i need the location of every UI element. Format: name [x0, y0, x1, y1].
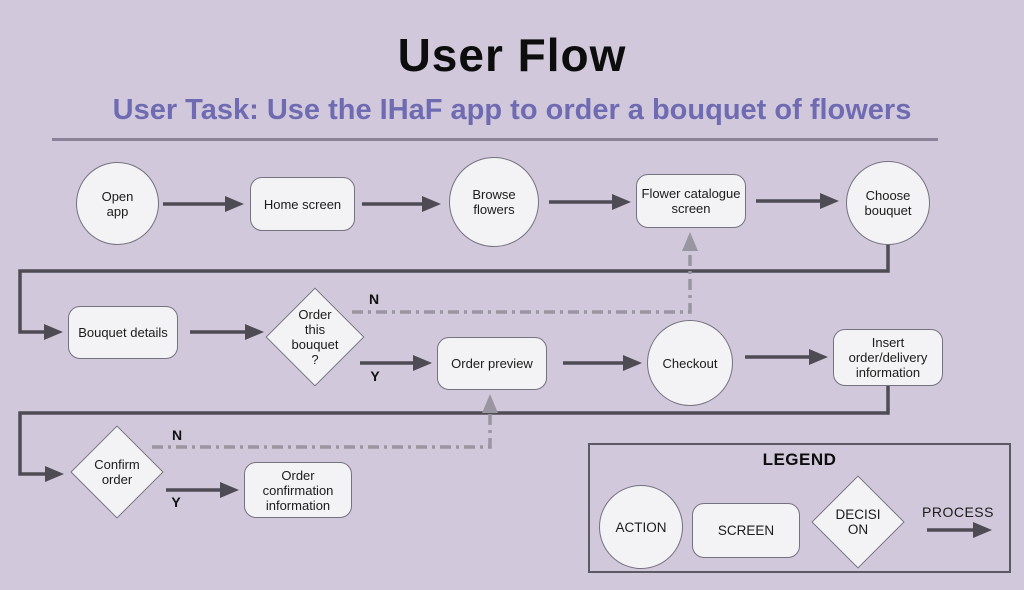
node-label: Bouquet details — [78, 325, 168, 340]
elbow-choose-bouquet-to-bouquet-details — [18, 245, 890, 340]
user-task-subtitle: User Task: Use the IHaF app to order a b… — [112, 94, 912, 126]
legend-title: LEGEND — [762, 450, 837, 469]
arrow-browse-flowers-to-flower-catalogue — [549, 194, 631, 210]
node-label: Choose bouquet — [864, 188, 912, 218]
legend-screen-label: SCREEN — [717, 523, 775, 538]
arrow-flower-catalogue-to-choose-bouquet — [756, 193, 839, 209]
node-flower-catalogue-screen: Flower catalogue screen — [636, 174, 746, 228]
arrow-confirm-order-yes-to-order-confirmation — [166, 482, 239, 498]
legend-decision-shape: DECISION — [811, 475, 905, 569]
legend-decision-label: DECISION — [835, 507, 881, 537]
node-open-app: Open app — [76, 162, 159, 245]
node-label: Order confirmation information — [262, 467, 334, 513]
node-label: Order this bouquet ? — [291, 307, 339, 367]
dashed-confirm-order-no-to-order-preview — [152, 394, 498, 449]
legend-process-arrow — [927, 522, 992, 538]
elbow-insert-order-to-confirm-order — [18, 386, 890, 482]
node-bouquet-details: Bouquet details — [68, 306, 178, 359]
node-confirm-order-decision: Confirm order — [70, 425, 164, 519]
node-choose-bouquet: Choose bouquet — [846, 161, 930, 245]
node-order-confirmation-information: Order confirmation information — [244, 462, 352, 518]
branch-label-no: N — [368, 291, 380, 307]
node-label: Insert order/delivery information — [848, 335, 928, 380]
node-label: Checkout — [662, 355, 718, 371]
branch-label-yes: Y — [171, 494, 181, 510]
legend-box — [588, 443, 1011, 573]
branch-label-no: N — [171, 427, 183, 443]
arrow-bouquet-details-to-order-decision — [190, 324, 264, 340]
node-checkout: Checkout — [647, 320, 733, 406]
branch-label-yes: Y — [370, 368, 380, 384]
page-title: User Flow — [397, 29, 627, 81]
legend-process-label: PROCESS — [922, 504, 994, 520]
node-label: Confirm order — [94, 457, 140, 487]
node-label: Home screen — [263, 196, 342, 212]
legend-action-label: ACTION — [615, 519, 667, 535]
arrow-order-preview-to-checkout — [563, 355, 642, 371]
node-home-screen: Home screen — [250, 177, 355, 231]
legend-screen-shape: SCREEN — [692, 503, 800, 558]
node-order-preview: Order preview — [437, 337, 547, 390]
node-label: Open app — [101, 188, 134, 219]
dashed-order-decision-no-to-flower-catalogue — [352, 232, 698, 314]
arrow-order-decision-yes-to-order-preview — [360, 355, 432, 371]
node-label: Order preview — [451, 356, 533, 371]
node-browse-flowers: Browse flowers — [449, 157, 539, 247]
arrow-checkout-to-insert-order — [745, 349, 828, 365]
subtitle-divider — [52, 138, 938, 141]
node-insert-order-delivery-information: Insert order/delivery information — [833, 329, 943, 386]
arrow-home-screen-to-browse-flowers — [362, 196, 441, 212]
legend-action-shape: ACTION — [599, 485, 683, 569]
node-order-this-bouquet-decision: Order this bouquet ? — [265, 287, 365, 387]
arrow-open-app-to-home-screen — [163, 196, 244, 212]
node-label: Flower catalogue screen — [641, 186, 741, 216]
node-label: Browse flowers — [472, 187, 516, 217]
